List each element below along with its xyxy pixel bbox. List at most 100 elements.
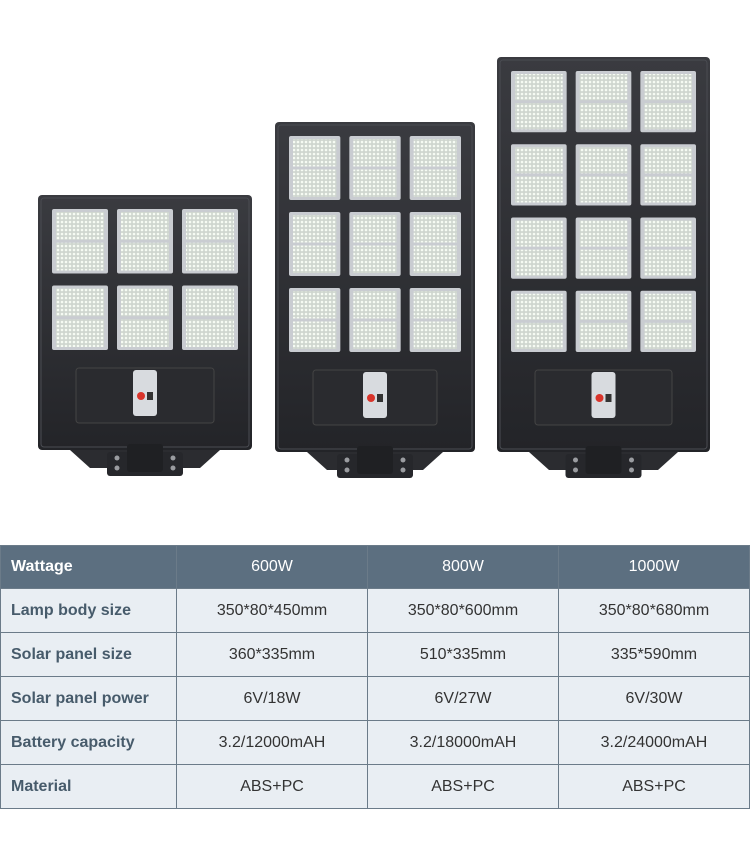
pole-clamp: [127, 444, 163, 472]
table-row: Solar panel power 6V/18W 6V/27W 6V/30W: [0, 676, 750, 721]
row-cell: ABS+PC: [367, 764, 559, 809]
table-header-row: Wattage 600W 800W 1000W: [0, 545, 750, 589]
lamp-600w: [38, 195, 252, 476]
switch-icon: [605, 394, 612, 402]
row-cell: ABS+PC: [558, 764, 750, 809]
led-array: [56, 242, 104, 271]
led-array: [293, 139, 337, 167]
led-array: [186, 319, 234, 347]
led-array: [579, 322, 628, 349]
led-array: [186, 288, 234, 317]
table-row: Solar panel size 360*335mm 510*335mm 335…: [0, 632, 750, 677]
led-array: [644, 220, 692, 247]
led-array: [644, 103, 692, 130]
product-image: [38, 57, 710, 478]
table-row: Material ABS+PC ABS+PC ABS+PC: [0, 764, 750, 809]
row-cell: 3.2/12000mAH: [176, 720, 368, 765]
table-row: Lamp body size 350*80*450mm 350*80*600mm…: [0, 588, 750, 633]
bolt-icon: [170, 465, 176, 471]
led-array: [515, 249, 563, 276]
bolt-icon: [344, 457, 350, 463]
led-array: [121, 319, 169, 347]
spec-table: Wattage 600W 800W 1000W Lamp body size 3…: [0, 545, 750, 809]
header-label-wattage: Wattage: [0, 545, 177, 589]
header-cell-600w: 600W: [176, 545, 368, 589]
bolt-icon: [629, 457, 634, 463]
led-array: [644, 249, 692, 276]
led-array: [186, 212, 234, 240]
led-array: [353, 215, 397, 243]
led-array: [186, 242, 234, 271]
led-array: [644, 147, 692, 174]
led-array: [579, 176, 628, 203]
header-cell-800w: 800W: [367, 545, 559, 589]
bolt-icon: [400, 467, 406, 473]
pole-clamp: [585, 446, 622, 474]
led-array: [353, 321, 397, 349]
led-array: [579, 103, 628, 130]
bolt-icon: [114, 465, 120, 471]
led-array: [353, 169, 397, 197]
row-cell: 335*590mm: [558, 632, 750, 677]
led-array: [353, 245, 397, 273]
row-cell: 6V/18W: [176, 676, 368, 721]
led-array: [644, 176, 692, 203]
led-array: [121, 212, 169, 240]
led-array: [293, 291, 337, 319]
led-array: [413, 215, 457, 243]
bolt-icon: [170, 455, 176, 461]
led-array: [644, 293, 692, 320]
row-cell: 350*80*450mm: [176, 588, 368, 633]
led-array: [579, 293, 628, 320]
led-array: [293, 245, 337, 273]
led-array: [413, 291, 457, 319]
row-cell: 3.2/24000mAH: [558, 720, 750, 765]
row-label: Solar panel power: [0, 676, 177, 721]
pole-clamp: [357, 446, 393, 474]
sensor-red-dot: [137, 392, 145, 400]
row-cell: 360*335mm: [176, 632, 368, 677]
led-array: [413, 169, 457, 197]
lamp-800w: [275, 122, 475, 478]
led-array: [515, 147, 563, 174]
led-array: [515, 176, 563, 203]
bolt-icon: [400, 457, 406, 463]
header-cell-1000w: 1000W: [558, 545, 750, 589]
switch-icon: [377, 394, 383, 402]
led-array: [579, 220, 628, 247]
sensor-label-plate: [591, 372, 616, 418]
row-cell: 3.2/18000mAH: [367, 720, 559, 765]
led-array: [579, 147, 628, 174]
row-cell: 6V/30W: [558, 676, 750, 721]
led-array: [515, 103, 563, 130]
led-array: [293, 321, 337, 349]
row-label: Battery capacity: [0, 720, 177, 765]
led-array: [293, 169, 337, 197]
led-array: [579, 74, 628, 101]
sensor-label-plate: [363, 372, 387, 418]
led-array: [644, 322, 692, 349]
led-array: [515, 74, 563, 101]
row-cell: 6V/27W: [367, 676, 559, 721]
led-array: [56, 319, 104, 347]
led-array: [413, 245, 457, 273]
sensor-red-dot: [595, 394, 604, 402]
bolt-icon: [573, 467, 578, 473]
led-array: [293, 215, 337, 243]
led-array: [413, 321, 457, 349]
led-array: [56, 288, 104, 317]
table-row: Battery capacity 3.2/12000mAH 3.2/18000m…: [0, 720, 750, 765]
led-array: [515, 293, 563, 320]
bolt-icon: [114, 455, 120, 461]
led-array: [121, 288, 169, 317]
row-label: Solar panel size: [0, 632, 177, 677]
row-label: Lamp body size: [0, 588, 177, 633]
led-array: [515, 220, 563, 247]
row-label: Material: [0, 764, 177, 809]
row-cell: 350*80*600mm: [367, 588, 559, 633]
led-array: [121, 242, 169, 271]
led-array: [353, 139, 397, 167]
bolt-icon: [573, 457, 578, 463]
row-cell: 510*335mm: [367, 632, 559, 677]
led-array: [413, 139, 457, 167]
